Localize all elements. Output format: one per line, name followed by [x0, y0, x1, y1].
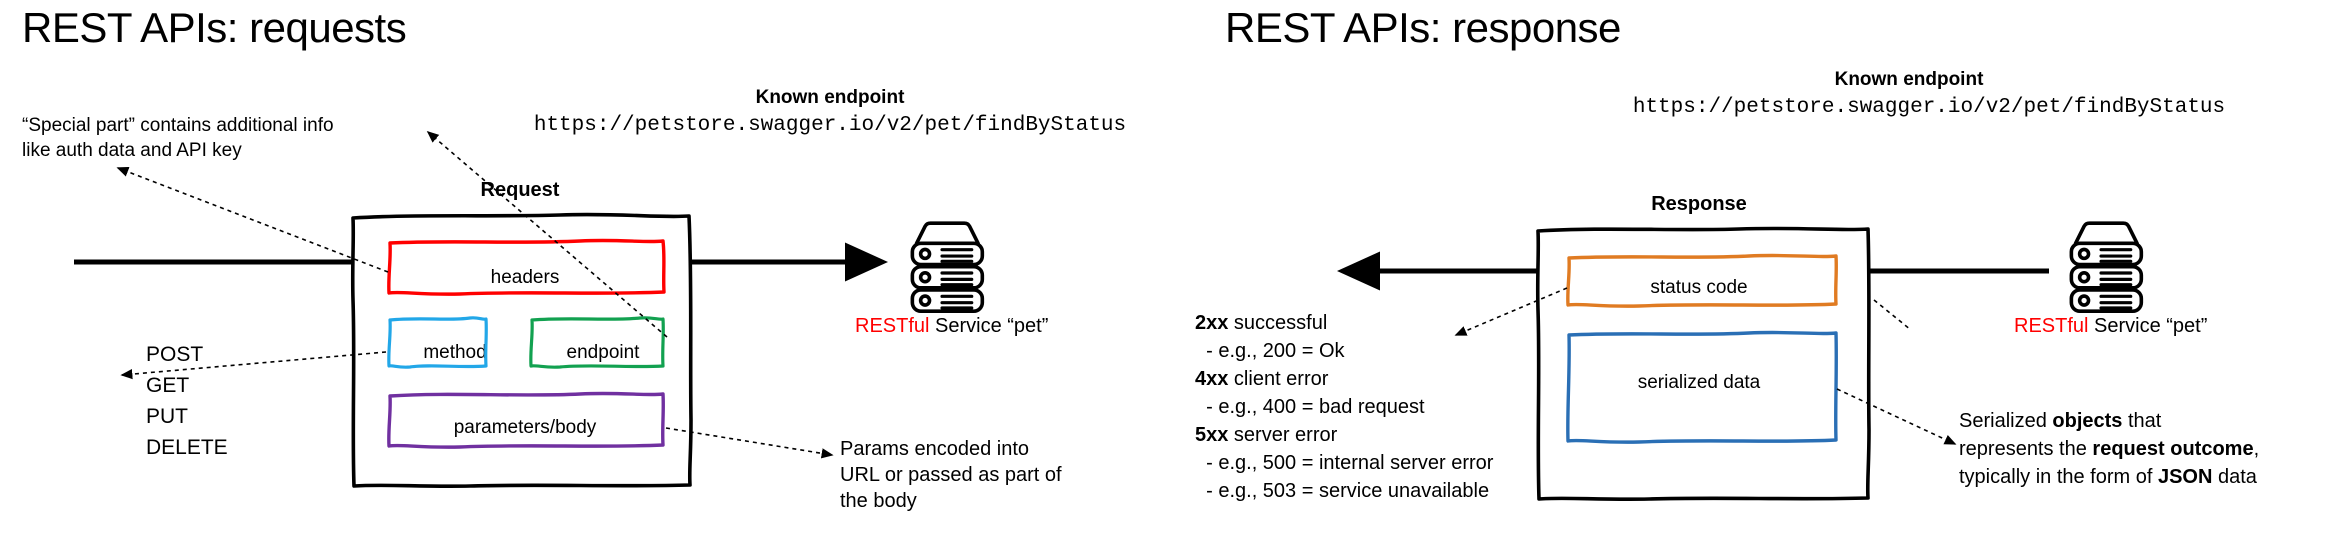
status-code-5xx-desc: server error [1228, 424, 1338, 446]
serialized-note-l1c: that [2122, 410, 2162, 432]
box-label-headers: headers [490, 267, 560, 288]
slide-rest-apis-requests: REST APIs: requests “Special part” conta… [0, 0, 1169, 557]
status-code-400: - e.g., 400 = bad request [1195, 396, 1425, 418]
serialized-note-request-outcome: request outcome [2092, 438, 2254, 460]
serialized-note-l1a: Serialized [1959, 410, 2053, 432]
serialized-note-json: JSON [2157, 466, 2213, 488]
known-endpoint-url-response: https://petstore.swagger.io/v2/pet/findB… [1632, 96, 2226, 119]
serialized-note-line1: Serialized objects that [1959, 408, 2161, 434]
http-method-get: GET [146, 374, 190, 397]
http-method-put: PUT [146, 405, 188, 428]
page-title-response: REST APIs: response [1225, 4, 1621, 51]
slide-rest-apis-response: REST APIs: response Known endpoint https… [1169, 0, 2339, 557]
service-caption: RESTful Service “pet” [855, 313, 1048, 339]
serialized-note-l3a: typically in the form of [1959, 466, 2158, 488]
status-code-line-4xx: 4xx client error [1195, 366, 1328, 392]
serialized-note-l2a: represents the [1959, 438, 2093, 460]
status-code-503: - e.g., 503 = service unavailable [1195, 480, 1490, 502]
http-method-post: POST [146, 343, 204, 366]
status-code-2xx-desc: successful [1228, 312, 1328, 334]
status-code-4xx-desc: client error [1228, 368, 1329, 390]
box-label-method: method [423, 342, 487, 363]
known-endpoint-label: Known endpoint [755, 87, 905, 108]
page-title: REST APIs: requests [22, 4, 407, 51]
known-endpoint-label-response: Known endpoint [1834, 69, 1984, 90]
service-caption-rest: Service “pet” [929, 315, 1049, 337]
response-box-title: Response [1651, 193, 1747, 215]
box-label-endpoint: endpoint [566, 342, 640, 363]
status-code-4xx: 4xx [1195, 368, 1229, 390]
service-caption-rest-response: Service “pet” [2088, 315, 2208, 337]
box-label-serialized-data: serialized data [1637, 372, 1761, 393]
http-method-delete: DELETE [146, 436, 228, 459]
params-note: Params encoded into URL or passed as par… [840, 438, 1062, 512]
box-label-status-code: status code [1650, 277, 1748, 298]
known-endpoint-url: https://petstore.swagger.io/v2/pet/findB… [533, 114, 1127, 137]
serialized-note-l2c: , [2253, 438, 2260, 460]
serialized-note-objects: objects [2052, 410, 2123, 432]
special-part-note: “Special part” contains additional info … [22, 115, 334, 161]
service-caption-response: RESTful Service “pet” [2014, 313, 2207, 339]
box-label-parameters-body: parameters/body [453, 417, 597, 438]
serialized-note-line2: represents the request outcome, [1959, 436, 2259, 462]
request-box-title: Request [480, 179, 560, 201]
status-code-2xx: 2xx [1195, 312, 1229, 334]
serialized-note-line3: typically in the form of JSON data [1959, 464, 2257, 490]
status-code-500: - e.g., 500 = internal server error [1195, 452, 1494, 474]
status-code-line-2xx: 2xx successful [1195, 310, 1327, 336]
status-code-line-5xx: 5xx server error [1195, 422, 1337, 448]
status-code-5xx: 5xx [1195, 424, 1229, 446]
serialized-note-l3c: data [2212, 466, 2257, 488]
service-caption-restful-response: RESTful [2014, 315, 2089, 337]
status-code-200: - e.g., 200 = Ok [1195, 340, 1345, 362]
service-caption-restful: RESTful [855, 315, 930, 337]
